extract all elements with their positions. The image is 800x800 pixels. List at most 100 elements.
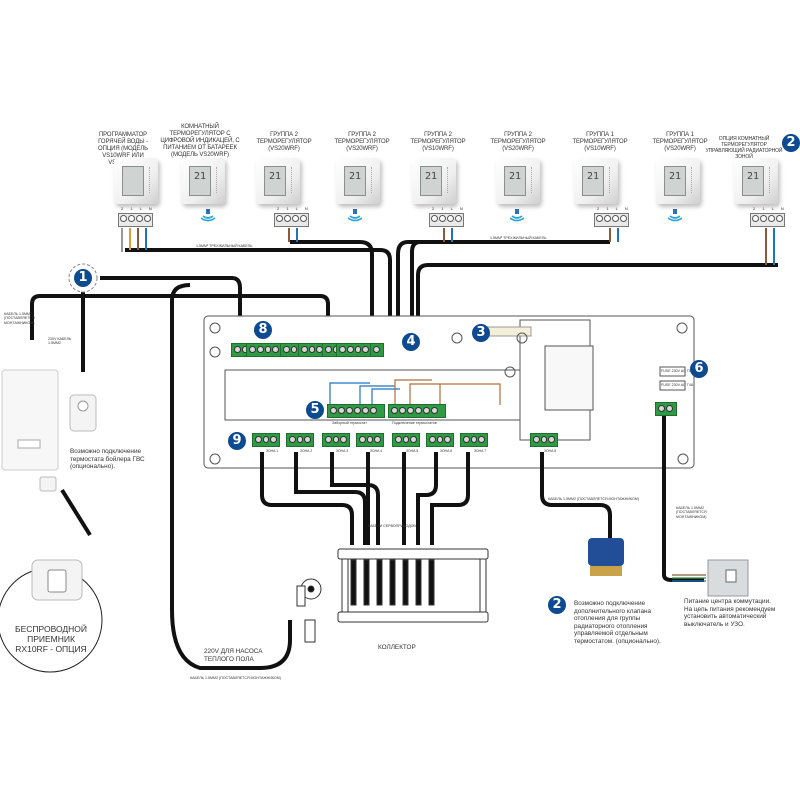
gas-boiler (1, 369, 59, 471)
thermostat-display: 21 (420, 166, 442, 196)
cable-label-pump: КАБЕЛЬ 1.5мм2 (ПОСТАВЛЯЕТСЯ МОНТАЖНИКОМ) (190, 676, 281, 680)
thermostat-label-g2-1: ГРУППА 2 ТЕРМОРЕГУЛЯТОР (VS20WRF) (256, 132, 312, 152)
terminal-block-hw (280, 343, 300, 357)
power-wires (672, 574, 706, 582)
thermostat-label-radiator: ОПЦИЯ КОМНАТНЫЙ ТЕРМОРЕГУЛЯТОР УПРАВЛЯЮЩ… (705, 136, 783, 160)
manifold-collector (296, 548, 489, 643)
cable-label-power: КАБЕЛЬ 1.5мм2 (ПОСТАВЛЯЕТСЯ МОНТАЖНИКОМ) (676, 506, 707, 519)
thermostat-room-digital: 21 (181, 158, 225, 204)
terminal-block-pump (246, 343, 290, 357)
zone-valve (588, 538, 624, 566)
fuse-label-1: FUSE 230V AC T1A (661, 369, 694, 373)
thermostat-label-g2-4: ГРУППА 2 ТЕРМОРЕГУЛЯТОР (VS20WRF) (490, 132, 546, 152)
thermostat-g1-1: 21 (574, 158, 618, 204)
terminal-block-power (336, 343, 372, 357)
badge-5: 5 (306, 401, 324, 419)
wireless-icon (668, 209, 682, 222)
cable-label-boiler: КАБЕЛЬ 1.5мм2 (ПОСТАВЛЯЕТСЯ МОНТАЖНИКОМ) (4, 312, 35, 325)
thermostat-g2-2: 21 (336, 158, 380, 204)
zone-label-8: ЗОНА 8 (544, 449, 557, 453)
zone-terminal-4 (356, 433, 384, 447)
terminal-block-thermostat-bus-b (388, 404, 446, 418)
note-boiler-thermostat: Возможно подключение термостата бойлера … (70, 448, 145, 471)
zone-cables (60, 412, 704, 582)
thermostat-g1-2: 21 (656, 158, 700, 204)
note-wireless-receiver: БЕСПРОВОДНОЙ ПРИЕМНИК RX10RF - ОПЦИЯ (14, 624, 88, 654)
zone-terminal-8 (530, 433, 558, 447)
thermostat-label-g2-2: ГРУППА 2 ТЕРМОРЕГУЛЯТОР (VS20WRF) (334, 132, 390, 152)
top-cables (30, 240, 778, 670)
note-extra-valve: Возможно подключение дополнительного кла… (574, 600, 661, 645)
cable-label-valve: КАБЕЛЬ 1.5мм2 (ПОСТАВЛЯЕТСЯ МОНТАЖНИКОМ) (548, 497, 639, 501)
terminal-strip (118, 213, 153, 227)
thermostat-display: 21 (264, 166, 286, 196)
fuse-label-2: FUSE 230V AC T4A (661, 383, 694, 387)
thermostat-g2-1: 21 (256, 158, 300, 204)
wireless-icon (510, 209, 524, 222)
terminal-labels: 2 1 L N (597, 206, 631, 211)
zone-label-2: ЗОНА 2 (300, 449, 313, 453)
receiver-small (39, 476, 57, 492)
zone-label-7: ЗОНА 7 (474, 449, 487, 453)
bus-label-b: Подключение термостатов (392, 421, 437, 425)
thermostat-label-room-digital: КОМНАТНЫЙ ТЕРМОРЕГУЛЯТОР С ЦИФРОВОЙ ИНДИ… (160, 124, 240, 158)
cable-label-three-core-2: 1.5мм² ТРЕХЖИЛЬНЫЙ КАБЕЛЬ (490, 236, 547, 240)
terminal-labels: 2 1 L N (432, 206, 466, 211)
wireless-icon (348, 209, 362, 222)
power-terminal (655, 402, 677, 416)
cable-label-actuators: КАБЕЛИ СЕРВОПРИВОДОВ (368, 524, 416, 528)
zone-terminal-7 (460, 433, 488, 447)
note-power-supply: Питание центра коммутации. На цепь питан… (684, 598, 776, 628)
thermostat-display: 21 (742, 166, 764, 196)
thermostat-display (122, 166, 144, 196)
zone-label-4: ЗОНА 4 (370, 449, 383, 453)
zone-label-5: ЗОНА 5 (406, 449, 419, 453)
badge-2-top: 2 (782, 134, 800, 152)
terminal-wires (121, 228, 775, 265)
thermostat-label-g1-1: ГРУППА 1 ТЕРМОРЕГУЛЯТОР (VS10WRF) (572, 132, 628, 152)
zone-label-3: ЗОНА 3 (336, 449, 349, 453)
badge-8: 8 (254, 321, 272, 339)
badge-2-valve: 2 (548, 596, 566, 614)
bus-label-a: Заборный термостат (332, 421, 367, 425)
zone-terminal-3 (322, 433, 350, 447)
terminal-labels: 2 1 L N (121, 206, 155, 211)
thermostat-display: 21 (189, 166, 211, 196)
thermostat-label-g2-3: ГРУППА 2 ТЕРМОРЕГУЛЯТОР (VS10WRF) (410, 132, 466, 152)
badge-1: 1 (74, 269, 92, 287)
badge-3: 3 (472, 324, 490, 342)
thermostat-display: 21 (664, 166, 686, 196)
thermostat-g2-3: 21 (412, 158, 456, 204)
badge-9: 9 (228, 432, 246, 450)
zone-terminal-6 (426, 433, 454, 447)
badge-6: 6 (690, 360, 708, 378)
zone-label-6: ЗОНА 6 (440, 449, 453, 453)
bus-wires (329, 379, 501, 405)
thermostat-display: 21 (582, 166, 604, 196)
zone-terminal-5 (392, 433, 420, 447)
thermostat-hw-programmer (114, 158, 158, 204)
zone-terminal-2 (286, 433, 314, 447)
terminal-strip (429, 213, 464, 227)
terminal-labels: 2 1 L N (753, 206, 787, 211)
cable-label-three-core-1: 1.5мм² ТРЕХЖИЛЬНЫЙ КАБЕЛЬ (196, 244, 253, 248)
cable-label-sensor: 230V КАБЕЛЬ 1.5мм2 (48, 337, 72, 346)
zone-terminal-1 (252, 433, 280, 447)
thermostat-radiator: 21 (734, 158, 778, 204)
terminal-block-aux (370, 343, 384, 357)
thermostat-display: 21 (344, 166, 366, 196)
note-manifold: КОЛЛЕКТОР (378, 644, 416, 651)
terminal-strip (274, 213, 309, 227)
thermostat-g2-4: 21 (496, 158, 540, 204)
zone-label-1: ЗОНА 1 (266, 449, 279, 453)
terminal-strip (594, 213, 629, 227)
thermostat-label-g1-2: ГРУППА 1 ТЕРМОРЕГУЛЯТОР (VS20WRF) (652, 132, 708, 152)
terminal-labels: 2 1 L N (277, 206, 311, 211)
terminal-strip (750, 213, 785, 227)
terminal-block-thermostat-bus-a (327, 404, 385, 418)
badge-4: 4 (402, 333, 420, 351)
boiler-thermostat-device (69, 394, 97, 432)
wireless-icon (201, 209, 215, 222)
